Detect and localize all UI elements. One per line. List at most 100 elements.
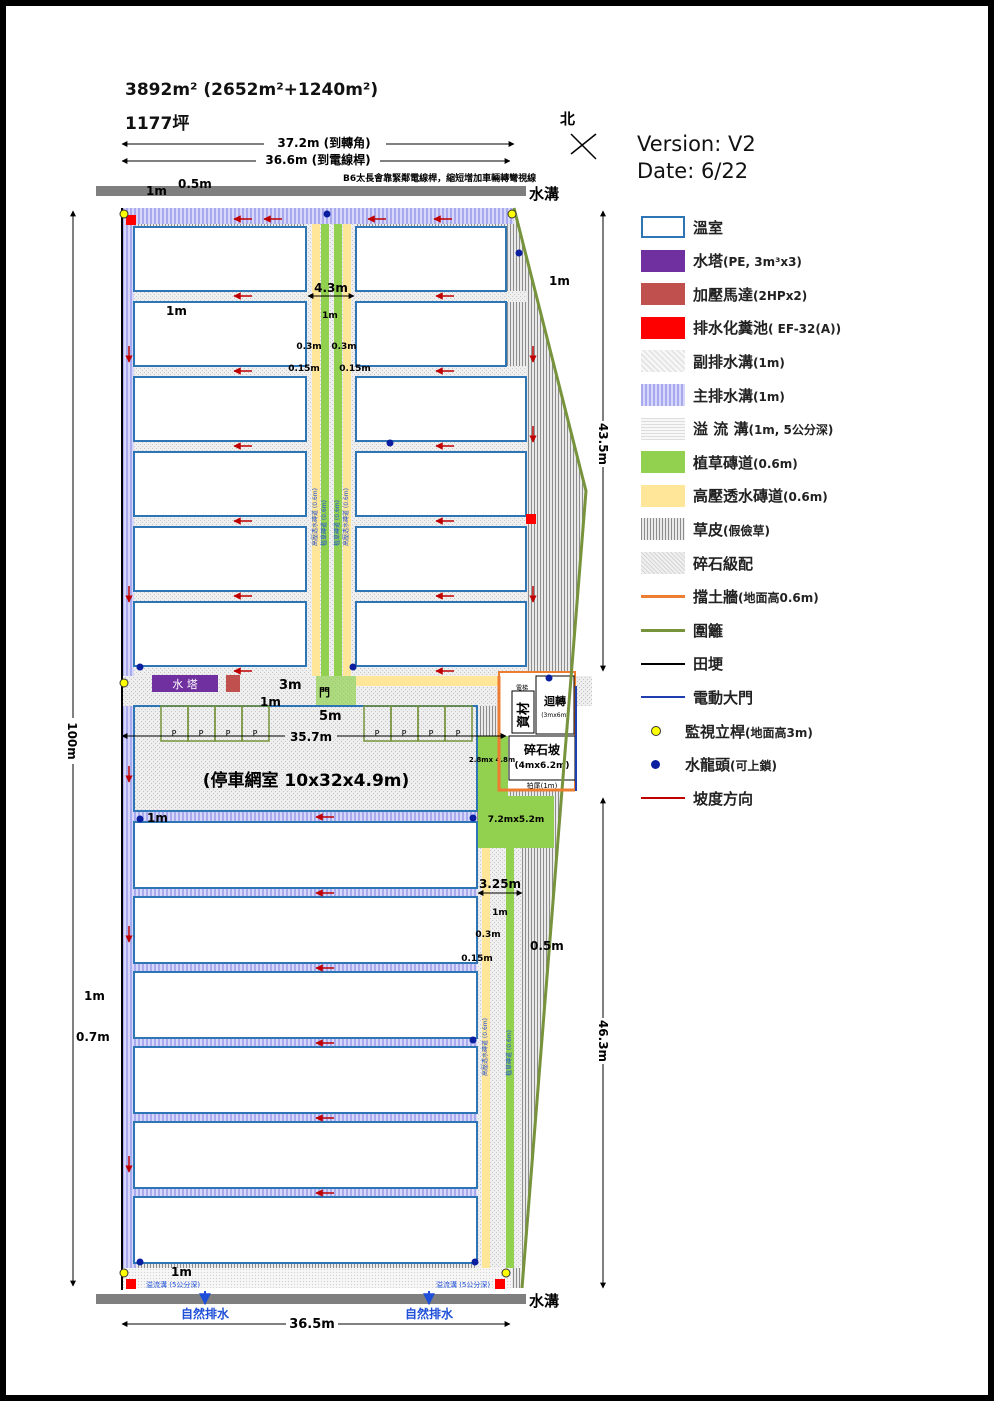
- walk-label-4: 高壓透水磚道 (0.6m): [342, 488, 350, 546]
- legend-label: 溫室: [693, 218, 724, 237]
- legend-item: 主排水溝(1m): [641, 382, 785, 408]
- septic-tank: [495, 1279, 505, 1289]
- date-label: Date: 6/22: [637, 159, 749, 183]
- grass-walk-1: [321, 224, 329, 676]
- main-drain-parking: [134, 811, 477, 822]
- legend-swatch: [641, 283, 685, 306]
- gate-label: 門: [319, 686, 330, 699]
- subdrain-a: [134, 291, 306, 302]
- retaining-wall: [497, 676, 575, 792]
- walk-label-6: 植草磚道 (0.6m): [505, 1030, 513, 1076]
- camera-pole: [119, 209, 129, 219]
- dim-357-bg: [285, 728, 337, 744]
- faucet: [349, 663, 357, 671]
- dim-015-a: 0.15m: [288, 364, 320, 374]
- subdrain-a: [134, 516, 306, 527]
- lawn-small-label: 2.8mx 4.8m: [469, 756, 515, 764]
- ditch-top: [96, 186, 526, 196]
- legend-label: 圍籬: [693, 621, 724, 640]
- subdrain-a: [134, 666, 306, 677]
- greenhouse-a3: [133, 451, 307, 517]
- grass-walk-3: [506, 848, 514, 1268]
- legend-swatch: [651, 760, 660, 770]
- septic-tanks: [126, 215, 536, 1289]
- permeable-walk-3: [482, 848, 490, 1268]
- greenhouse-c6: [133, 1196, 478, 1264]
- walk-label-3: 植草磚道 (0.6m): [333, 500, 341, 546]
- walk-label-2: 植草磚道 (0.6m): [320, 500, 328, 546]
- greenhouse-c2: [133, 896, 478, 964]
- ditch-bottom-label: 水溝: [529, 1292, 559, 1310]
- legend-swatch: [641, 662, 685, 665]
- ditch-bottom: [96, 1294, 526, 1304]
- dim-366: 36.6m (到電線桿): [265, 152, 370, 167]
- dim-372-bg: [264, 135, 386, 151]
- main-drain-c: [134, 1113, 477, 1122]
- dim-1m-c: 1m: [147, 811, 168, 825]
- greenhouse-c3: [133, 971, 478, 1039]
- greenhouse-b1: [355, 601, 527, 667]
- permeable-walk-1: [312, 224, 320, 676]
- dim-03-b: 0.3m: [331, 342, 356, 352]
- legend-swatch: [641, 417, 685, 440]
- legend-swatch: [641, 384, 685, 406]
- greenhouse-c5: [133, 1121, 478, 1189]
- legend-item: 高壓透水磚道(0.6m): [641, 483, 828, 509]
- water-tower: [152, 675, 218, 692]
- legend-label: 主排水溝(1m): [693, 386, 785, 405]
- legend-item: 溫室: [641, 214, 723, 240]
- greenhouse-a4: [133, 376, 307, 442]
- markers: [119, 209, 553, 1278]
- greenhouse-a6: [133, 226, 307, 292]
- legend-swatch: [641, 518, 685, 541]
- ditch-top-label: 水溝: [529, 185, 559, 203]
- dim-1m-aisle-2: 1m: [492, 908, 508, 918]
- legend-item: 電動大門: [641, 684, 753, 710]
- legend-swatch: [651, 726, 661, 736]
- legend-label: 水龍頭(可上鎖): [685, 756, 777, 775]
- camera-pole: [507, 209, 517, 219]
- north-label: 北: [560, 110, 575, 128]
- camera-pole: [501, 1268, 511, 1278]
- dim-07m: 0.7m: [76, 1030, 110, 1044]
- faucet: [469, 1036, 477, 1044]
- main-drain-top: [122, 208, 514, 224]
- grass-walk-2: [334, 224, 342, 676]
- legend-label: 碎石級配: [693, 554, 754, 573]
- area-ping: 1177坪: [125, 114, 190, 134]
- greenhouse-c1: [133, 821, 478, 889]
- parking-net-house: [133, 705, 478, 812]
- dim-43: 4.3m: [314, 281, 348, 295]
- dim-1m-right: 1m: [549, 274, 570, 288]
- greenhouse-b2: [355, 526, 527, 592]
- legend-label: 水塔(PE, 3m³x3): [693, 252, 802, 271]
- version-label: Version: V2: [637, 132, 756, 156]
- main-drain-c: [134, 1188, 477, 1197]
- dim-325: 3.25m: [479, 877, 521, 891]
- faucet: [136, 815, 144, 823]
- fence-line: [512, 207, 588, 1289]
- septic-tank: [126, 1279, 136, 1289]
- legend-swatch: [641, 216, 685, 238]
- north-arrow-b: [570, 133, 597, 160]
- legend-label: 田埂: [693, 655, 724, 674]
- legend-swatch: [641, 249, 685, 272]
- legend-item: 草皮(假儉草): [641, 516, 770, 542]
- parking-slot: [444, 705, 473, 742]
- parking-slot-label: P: [375, 729, 380, 738]
- main-drain-left: [122, 208, 136, 1288]
- b6-note: B6太長會靠緊鄰電線桿，縮短增加車輛轉彎視線: [343, 172, 536, 184]
- parking-slot-label: P: [402, 729, 407, 738]
- legend-label: 草皮(假儉草): [693, 520, 770, 539]
- overflow-label-right: 溢流溝 (5公分深): [436, 1280, 490, 1289]
- dim-463-bg: [594, 1018, 612, 1064]
- legend-swatch: [641, 451, 685, 474]
- legend-item: 加壓馬達(2HPx2): [641, 281, 807, 307]
- dim-1m-bottom: 1m: [171, 1265, 192, 1279]
- greenhouse-a1: [133, 601, 307, 667]
- legend-item: 碎石級配: [641, 550, 753, 576]
- greenhouse-a5: [133, 301, 307, 367]
- faucet: [136, 1258, 144, 1266]
- legend-item: 坡度方向: [641, 785, 753, 811]
- dim-366-bg: [256, 153, 380, 169]
